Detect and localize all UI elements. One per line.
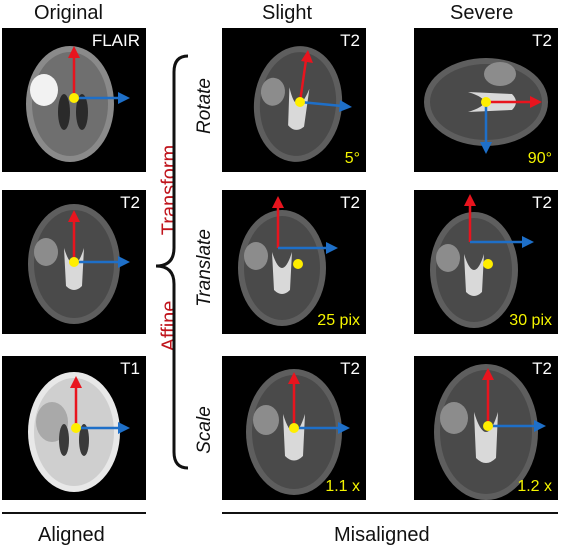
modality-label: T2 (340, 31, 360, 50)
header-slight: Slight (262, 2, 313, 24)
brain-scan-scale-slight (246, 369, 350, 495)
panel-original-t2: T2 (2, 190, 146, 334)
transform-value: 90° (527, 150, 552, 167)
aligned-rule (2, 512, 146, 514)
row-label-rotate: Rotate (194, 78, 215, 134)
panel-original-flair: FLAIR (2, 28, 146, 172)
curly-brace (155, 54, 189, 470)
panel-original-t1: T1 (2, 356, 146, 500)
header-original: Original (34, 2, 103, 24)
panel-scale-slight: T2 1.1 x (222, 356, 366, 500)
panel-translate-slight: T2 25 pix (222, 190, 366, 334)
brain-scan-scale-severe (434, 364, 546, 500)
brain-scan-t2 (28, 204, 130, 324)
modality-label: T1 (120, 359, 140, 378)
modality-label: T2 (532, 31, 552, 50)
brain-scan-t1 (28, 372, 130, 492)
brain-scan-translate-slight (238, 196, 338, 326)
modality-label: T2 (532, 193, 552, 212)
brain-scan-flair (26, 46, 130, 162)
modality-label: T2 (532, 359, 552, 378)
transform-value: 1.1 x (325, 478, 360, 495)
panel-rotate-severe: T2 90° (414, 28, 558, 172)
modality-label: T2 (340, 359, 360, 378)
panel-rotate-slight: T2 5° (222, 28, 366, 172)
transform-value: 25 pix (317, 312, 360, 329)
brain-scan-rotate-severe (424, 58, 548, 154)
transform-value: 1.2 x (517, 478, 552, 495)
row-label-translate: Translate (194, 229, 215, 307)
brain-scan-rotate-slight (253, 46, 352, 162)
brain-scan-translate-severe (430, 194, 534, 328)
misaligned-rule (222, 512, 558, 514)
modality-label: T2 (340, 193, 360, 212)
header-severe: Severe (450, 2, 514, 24)
panel-translate-severe: T2 30 pix (414, 190, 558, 334)
transform-value: 30 pix (509, 312, 552, 329)
modality-label: T2 (120, 193, 140, 212)
panel-scale-severe: T2 1.2 x (414, 356, 558, 500)
row-label-scale: Scale (194, 406, 215, 454)
footer-misaligned: Misaligned (334, 524, 430, 546)
transform-value: 5° (344, 150, 360, 167)
modality-label: FLAIR (91, 31, 140, 50)
footer-aligned: Aligned (38, 524, 105, 546)
